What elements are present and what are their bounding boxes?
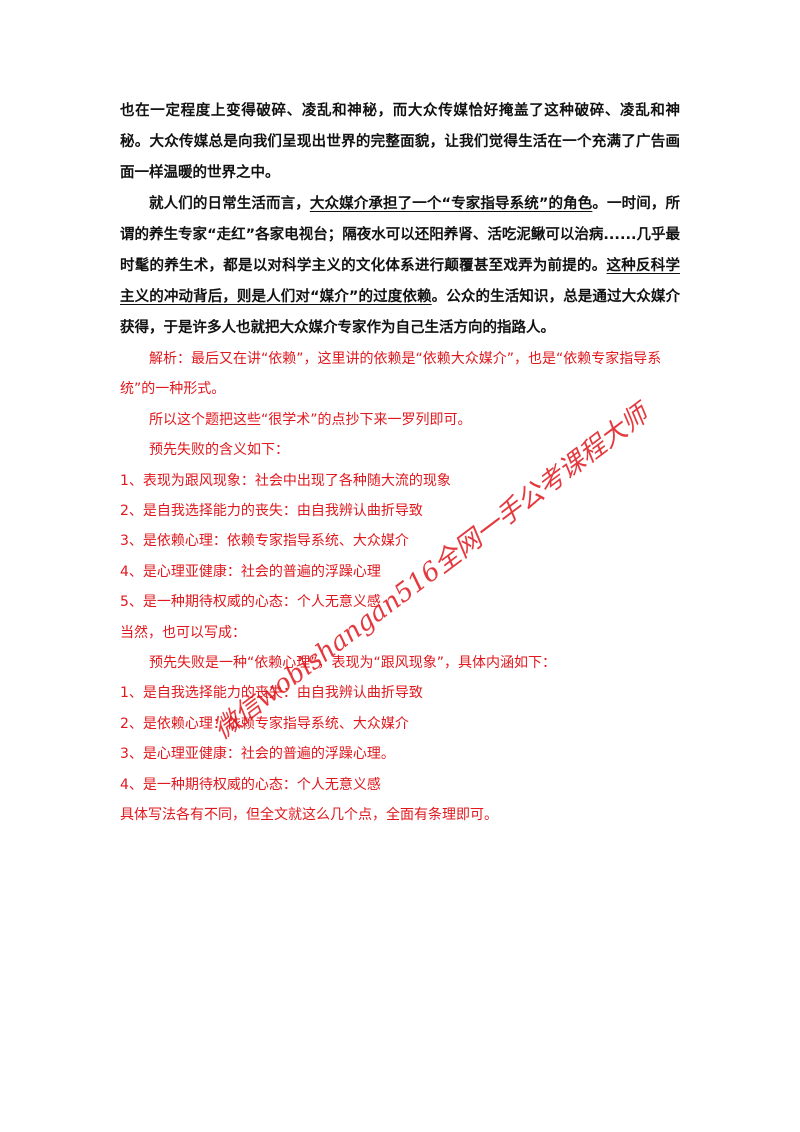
meaning-heading: 预先失败的含义如下： <box>149 442 289 459</box>
analysis-instruction: 所以这个题把这些“很学术”的点抄下来一罗列即可。 <box>149 411 472 428</box>
underlined-phrase-expert-system: 大众媒介承担了一个“专家指导系统”的角色 <box>309 196 593 212</box>
alternative-intro: 当然，也可以写成： <box>120 624 246 641</box>
list-item: 3、是依赖心理：依赖专家指导系统、大众媒介 <box>120 533 409 550</box>
closing-remark: 具体写法各有不同，但全文就这么几个点，全面有条理即可。 <box>120 807 498 824</box>
body-paragraph-2-part-b: 。一时间，所谓的养生专家“走红”各家电视台；隔夜水可以还阳养肾、活吃泥鳅可以治病… <box>120 196 681 274</box>
list-item: 5、是一种期待权威的心态：个人无意义感 <box>120 594 381 611</box>
list-item: 2、是依赖心理：依赖专家指导系统、大众媒介 <box>120 715 409 732</box>
alternative-list: 1、是自我选择能力的丧失：由自我辨认曲折导致 2、是依赖心理：依赖专家指导系统、… <box>120 678 680 800</box>
list-item: 4、是一种期待权威的心态：个人无意义感 <box>120 776 381 793</box>
list-item: 2、是自我选择能力的丧失：由自我辨认曲折导致 <box>120 503 423 520</box>
body-paragraph-2-part-c: 。公众的生活知识，总是通过大众媒介获得，于是许多人也就把大众媒介专家作为自己生活… <box>120 289 681 336</box>
document-content: 也在一定程度上变得破碎、凌乱和神秘，而大众传媒恰好掩盖了这种破碎、凌乱和神秘。大… <box>120 96 680 831</box>
analysis-paragraph: 解析：最后又在讲“依赖”，这里讲的依赖是“依赖大众媒介”，也是“依赖专家指导系统… <box>120 351 662 398</box>
body-paragraph-2-part-a: 就人们的日常生活而言， <box>149 196 310 212</box>
alternative-lead: 预先失败是一种“依赖心理”，表现为“跟风现象”，具体内涵如下： <box>149 655 557 672</box>
list-item: 4、是心理亚健康：社会的普遍的浮躁心理 <box>120 563 381 580</box>
body-paragraph-1: 也在一定程度上变得破碎、凌乱和神秘，而大众传媒恰好掩盖了这种破碎、凌乱和神秘。大… <box>120 103 680 181</box>
underlined-phrase-media-dependence: 这种反科学主义的冲动背后，则是人们对“媒介”的过度依赖 <box>120 258 681 305</box>
list-item: 1、是自我选择能力的丧失：由自我辨认曲折导致 <box>120 685 423 702</box>
body-paragraph-2: 就人们的日常生活而言，大众媒介承担了一个“专家指导系统”的角色。一时间，所谓的养… <box>120 189 680 344</box>
list-item: 1、表现为跟风现象：社会中出现了各种随大流的现象 <box>120 472 451 489</box>
list-item: 3、是心理亚健康：社会的普遍的浮躁心理。 <box>120 746 395 763</box>
meaning-list: 1、表现为跟风现象：社会中出现了各种随大流的现象 2、是自我选择能力的丧失：由自… <box>120 466 680 618</box>
